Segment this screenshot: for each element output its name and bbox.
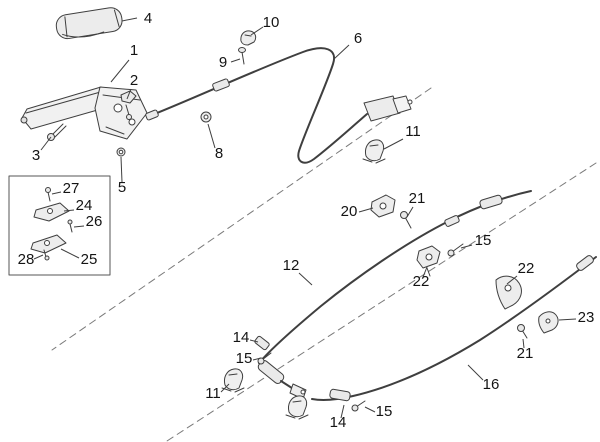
leader-line (383, 138, 404, 150)
cable-end-connector-6 (364, 96, 412, 121)
part-number-label: 24 (76, 197, 93, 214)
part-number-label: 10 (263, 14, 280, 31)
part-number-label: 15 (475, 232, 492, 249)
part-number-label: 22 (413, 273, 430, 290)
inset-bolt-27 (46, 188, 51, 202)
leader-line (340, 404, 345, 419)
part-number-label: 21 (517, 345, 534, 362)
handbrake-lever (21, 87, 147, 139)
leader-line (460, 244, 473, 249)
leader-line (422, 266, 428, 278)
hook-clip-22-right (496, 276, 521, 309)
leader-line (364, 406, 376, 413)
part-number-label: 21 (409, 190, 426, 207)
cable-barrel-12-top (444, 194, 503, 227)
cable-clamp-11-bottom (222, 369, 244, 392)
part-number-label: 2 (130, 72, 138, 89)
leader-line (60, 248, 80, 259)
cable-adjuster-6 (212, 78, 230, 91)
leader-lines (33, 17, 577, 419)
inset-bolt-26 (68, 220, 72, 232)
part-number-label: 5 (118, 179, 126, 196)
part-number-label: 23 (578, 309, 595, 326)
front-cable-6 (147, 48, 367, 162)
lever-grip (55, 6, 124, 41)
part-number-label: 12 (283, 257, 300, 274)
part-number-label: 11 (205, 385, 221, 402)
leader-line (121, 17, 138, 22)
part-number-label: 9 (219, 54, 227, 71)
screw-15-bottom (352, 401, 365, 411)
leader-line (358, 207, 374, 213)
part-number-label: 16 (483, 376, 500, 393)
cable-adjuster-12-bottom (257, 359, 306, 399)
leader-line (110, 59, 130, 83)
part-number-label: 15 (376, 403, 393, 420)
leader-line (126, 88, 132, 100)
part-number-label: 20 (341, 203, 358, 220)
cable-end-fitting-6-left (145, 110, 159, 121)
leader-line (298, 272, 313, 286)
screw-15-right (448, 244, 463, 256)
part-number-label: 6 (354, 30, 362, 47)
clip-23 (539, 312, 558, 333)
bolt-21-bottom (518, 325, 528, 339)
leader-line (250, 26, 264, 36)
leader-line (230, 58, 241, 63)
part-number-label: 22 (518, 260, 535, 277)
part-number-label: 25 (81, 251, 98, 268)
lever-pawl-2 (121, 91, 136, 120)
spacer-14-left (254, 336, 270, 351)
leader-line (33, 254, 44, 260)
leader-line (249, 339, 259, 343)
leader-line (558, 318, 577, 321)
assembly-plane-dashed-lines (52, 88, 596, 441)
grommet-8 (201, 112, 211, 122)
part-number-label: 28 (18, 251, 35, 268)
cable-clamp-11-top (363, 140, 385, 163)
leader-line (506, 275, 518, 285)
bolt-21-top (401, 212, 412, 229)
cable-barrel-16-right (575, 254, 594, 271)
part-number-label: 11 (405, 123, 421, 140)
bracket-22-mid (417, 246, 440, 276)
leader-line (51, 191, 62, 195)
leader-line (63, 209, 75, 212)
inset-plate-25 (31, 235, 66, 253)
part-number-label: 26 (86, 213, 103, 230)
rear-cable-12 (259, 191, 531, 363)
inset-screw-28 (44, 250, 49, 260)
leader-line (220, 383, 230, 393)
part-number-label: 1 (130, 42, 138, 59)
leader-line (522, 338, 525, 349)
part-number-label: 3 (32, 147, 40, 164)
leader-line (120, 156, 123, 183)
cable-clamp-11-extra (286, 396, 308, 419)
nut-5 (117, 148, 125, 156)
part-number-label: 15 (236, 350, 253, 367)
bracket-20 (371, 195, 395, 217)
part-number-label: 8 (215, 145, 223, 162)
part-number-label: 4 (144, 10, 152, 27)
cable-barrel-16-left (329, 389, 350, 401)
inset-bracket-24 (34, 203, 69, 221)
leader-line (467, 364, 484, 381)
part-number-label: 14 (233, 329, 250, 346)
bolt-9 (239, 48, 246, 65)
part-number-label: 27 (63, 180, 80, 197)
leader-line (333, 44, 350, 60)
leader-line (207, 123, 216, 149)
leader-line (252, 357, 262, 361)
leader-line (73, 225, 85, 228)
leader-line (406, 206, 414, 218)
part-number-label: 14 (330, 414, 347, 431)
leader-line (40, 136, 52, 151)
